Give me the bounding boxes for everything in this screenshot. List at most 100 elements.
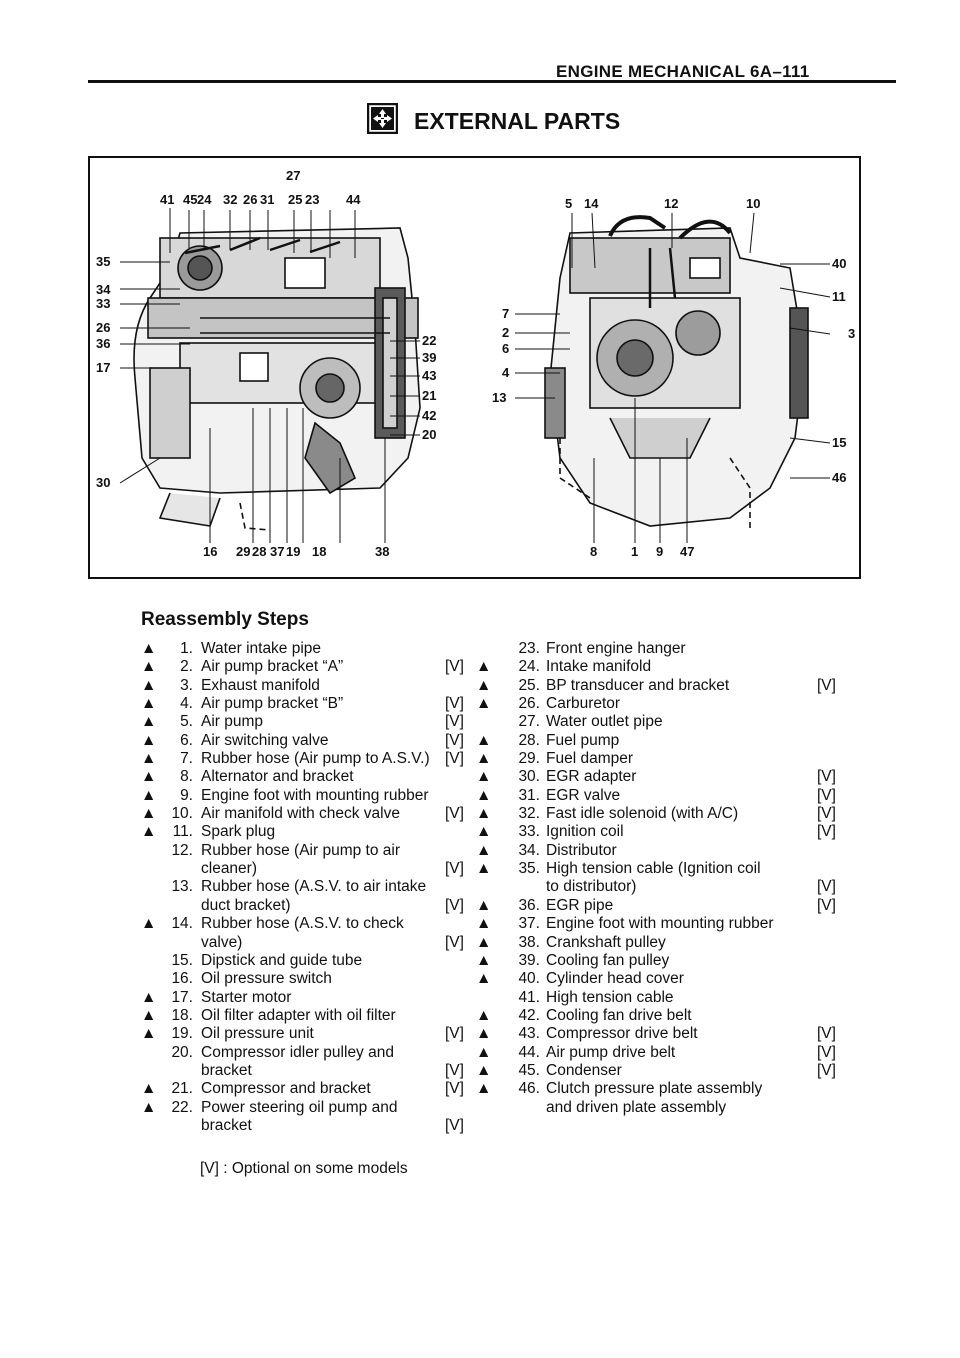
svg-text:46: 46 xyxy=(832,470,846,485)
step-text: Cooling fan pulley xyxy=(546,951,670,969)
optional-mark: [V] xyxy=(445,860,464,878)
svg-text:32: 32 xyxy=(223,192,237,207)
step-text: Condenser xyxy=(546,1061,622,1079)
step-number: 46. xyxy=(518,1080,540,1098)
svg-text:29: 29 xyxy=(236,544,250,559)
reassembly-step: ▲5.Air pump[V] xyxy=(141,713,521,731)
reassembly-step: ▲31.EGR valve[V] xyxy=(476,787,856,805)
step-marker: ▲ xyxy=(476,805,492,823)
reassembly-step: ▲28.Fuel pump xyxy=(476,732,856,750)
reassembly-step: ▲44.Air pump drive belt[V] xyxy=(476,1044,856,1062)
reassembly-step: ▲36.EGR pipe[V] xyxy=(476,897,856,915)
svg-text:36: 36 xyxy=(96,336,110,351)
reassembly-step: ▲19.Oil pressure unit[V] xyxy=(141,1025,521,1043)
step-text: Oil filter adapter with oil filter xyxy=(201,1006,396,1024)
step-text: Air switching valve xyxy=(201,731,329,749)
svg-text:38: 38 xyxy=(375,544,389,559)
reassembly-step: ▲24.Intake manifold xyxy=(476,658,856,676)
step-text: BP transducer and bracket xyxy=(546,676,730,694)
step-marker: ▲ xyxy=(476,915,492,933)
step-marker: ▲ xyxy=(476,695,492,713)
optional-mark: [V] xyxy=(445,1061,464,1079)
reassembly-step: ▲33.Ignition coil[V] xyxy=(476,823,856,841)
reassembly-step: ▲34.Distributor xyxy=(476,842,856,860)
step-text: Fast idle solenoid (with A/C) xyxy=(546,805,739,823)
svg-text:47: 47 xyxy=(680,544,694,559)
removal-installation-icon xyxy=(367,103,398,134)
step-number: 35. xyxy=(518,860,540,878)
step-text: Fuel damper xyxy=(546,750,634,768)
step-text: Front engine hanger xyxy=(546,640,686,657)
step-marker: ▲ xyxy=(476,786,492,804)
step-number: 2. xyxy=(180,658,193,676)
step-text: Oil pressure unit xyxy=(201,1025,314,1043)
svg-text:12: 12 xyxy=(664,196,678,211)
svg-text:26: 26 xyxy=(243,192,257,207)
step-text: Rubber hose (A.S.V. to check xyxy=(201,915,404,933)
step-number: 21. xyxy=(171,1080,193,1098)
step-number: 44. xyxy=(518,1043,540,1061)
step-marker: ▲ xyxy=(476,823,492,841)
step-marker: ▲ xyxy=(141,1025,157,1043)
optional-mark: [V] xyxy=(445,896,464,914)
svg-text:33: 33 xyxy=(96,296,110,311)
step-number: 12. xyxy=(171,841,193,859)
optional-mark: [V] xyxy=(445,933,464,951)
step-text: High tension cable (Ignition coil xyxy=(546,860,761,878)
optional-mark: [V] xyxy=(445,750,464,768)
svg-text:41: 41 xyxy=(160,192,174,207)
optional-footnote: [V] : Optional on some models xyxy=(200,1160,408,1177)
svg-text:23: 23 xyxy=(305,192,319,207)
svg-text:31: 31 xyxy=(260,192,274,207)
step-number: 14. xyxy=(171,915,193,933)
svg-text:2: 2 xyxy=(502,325,509,340)
reassembly-step: ▲ 32. Fast idle solenoid (with A/C) [V] xyxy=(476,805,856,823)
svg-text:43: 43 xyxy=(422,368,436,383)
right-leader-lines xyxy=(515,212,831,543)
svg-text:44: 44 xyxy=(346,192,361,207)
step-number: 32. xyxy=(518,805,540,823)
step-number: 36. xyxy=(518,896,540,914)
step-number: 30. xyxy=(518,768,540,786)
step-number: 10. xyxy=(171,805,193,823)
optional-mark: [V] xyxy=(445,713,464,731)
engine-side-view xyxy=(133,227,421,531)
step-number: 41. xyxy=(518,988,540,1006)
callout-27: 27 xyxy=(286,168,300,183)
svg-text:24: 24 xyxy=(197,192,212,207)
step-number: 6. xyxy=(180,731,193,749)
step-number: 26. xyxy=(518,695,540,713)
svg-text:37: 37 xyxy=(270,544,284,559)
step-text: Exhaust manifold xyxy=(201,676,320,694)
reassembly-step: 12. Rubber hose (Air pump to air xyxy=(141,842,521,860)
step-number: 20. xyxy=(171,1043,193,1061)
step-marker: ▲ xyxy=(476,1025,492,1043)
reassembly-step: ▲29.Fuel damper xyxy=(476,750,856,768)
step-number: 3. xyxy=(180,676,193,694)
step-text: Rubber hose (Air pump to air xyxy=(201,841,401,859)
step-marker: ▲ xyxy=(476,1043,492,1061)
steps-left-column: ▲1.Water intake pipe▲2.Air pump bracket … xyxy=(141,640,521,1135)
svg-text:17: 17 xyxy=(96,360,110,375)
svg-text:28: 28 xyxy=(252,544,266,559)
step-text: High tension cable xyxy=(546,988,674,1006)
step-number: 39. xyxy=(518,951,540,969)
reassembly-step: cleaner)[V] xyxy=(141,860,521,878)
svg-text:9: 9 xyxy=(656,544,663,559)
reassembly-step: ▲8.Alternator and bracket xyxy=(141,768,521,786)
step-number: 37. xyxy=(518,915,540,933)
step-number: 29. xyxy=(518,750,540,768)
step-marker: ▲ xyxy=(141,805,157,823)
step-number: 5. xyxy=(180,713,193,731)
step-text: Air pump xyxy=(201,713,264,731)
step-text: Compressor drive belt xyxy=(546,1025,698,1043)
optional-mark: [V] xyxy=(445,1025,464,1043)
reassembly-step: ▲9.Engine foot with mounting rubber xyxy=(141,787,521,805)
reassembly-step: ▲17.Starter motor xyxy=(141,989,521,1007)
page-header: ENGINE MECHANICAL 6A–111 xyxy=(556,62,810,81)
steps-right-column: 23.Front engine hanger▲24.Intake manifol… xyxy=(476,640,856,1117)
reassembly-step: ▲45.Condenser[V] xyxy=(476,1062,856,1080)
step-marker: ▲ xyxy=(141,640,157,657)
optional-mark: [V] xyxy=(817,805,836,823)
reassembly-step: ▲7.Rubber hose (Air pump to A.S.V.)[V] xyxy=(141,750,521,768)
